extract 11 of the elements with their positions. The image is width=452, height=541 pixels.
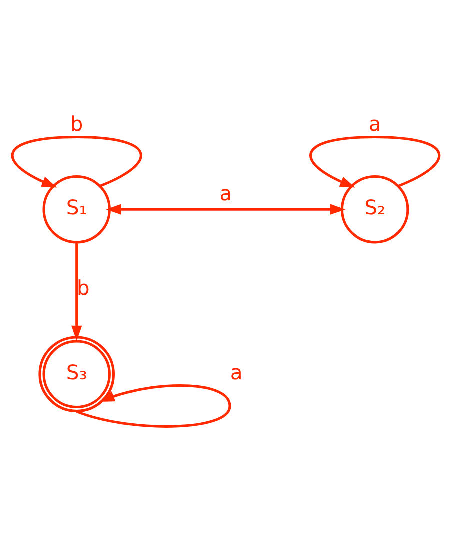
edge-label: b: [70, 112, 84, 136]
edge-label: a: [230, 360, 243, 384]
node-circle: S₁: [42, 174, 111, 244]
node-circle: S₂: [340, 174, 410, 244]
edge-label: a: [220, 180, 232, 205]
arrow: [72, 242, 82, 341]
arrow: [106, 204, 346, 214]
edge-label: a: [368, 112, 382, 136]
edge-label: b: [77, 275, 90, 300]
arrow: [310, 136, 440, 188]
arrow: [11, 136, 142, 188]
